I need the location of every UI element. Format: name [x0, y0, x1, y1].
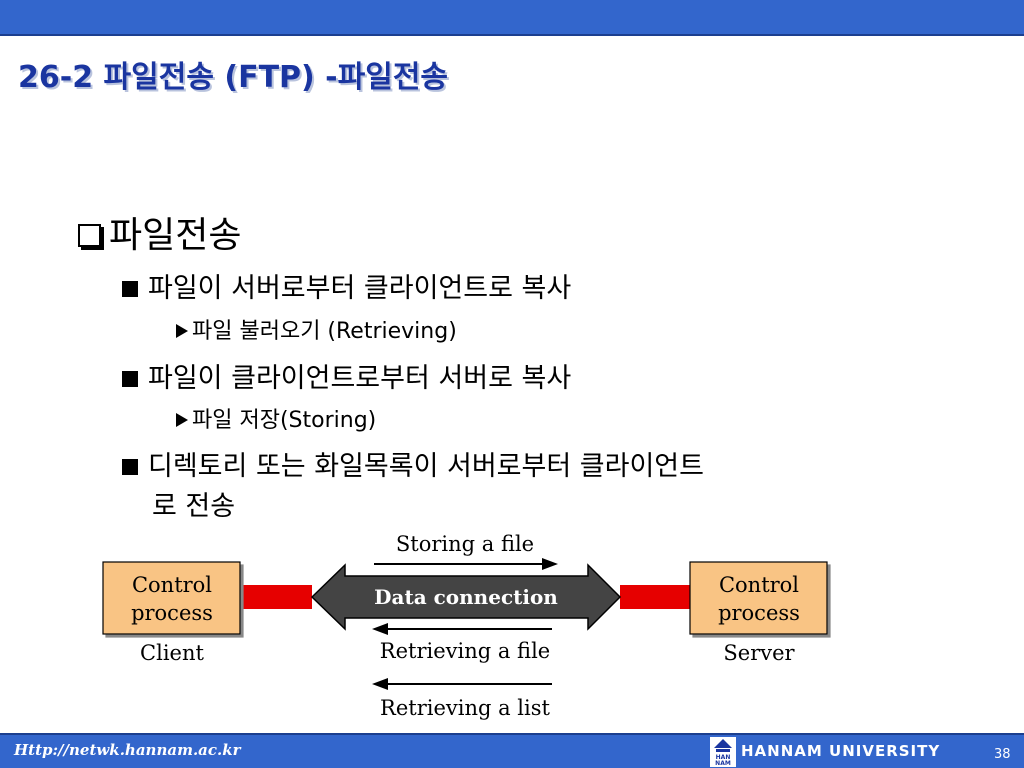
retrieving-list-label: Retrieving a list	[380, 696, 550, 720]
retrieving-file-label: Retrieving a file	[380, 639, 550, 663]
list-item-text: 파일이 서버로부터 클라이언트로 복사	[148, 273, 572, 304]
list-item: 디렉토리 또는 화일목록이 서버로부터 클라이언트	[122, 444, 704, 483]
list-item: 파일이 서버로부터 클라이언트로 복사	[122, 266, 571, 305]
top-header-bar	[0, 0, 1024, 34]
server-link-bar	[620, 585, 690, 609]
hannam-logo-icon: HAN NAM	[710, 737, 736, 767]
sub-list-item: 파일 불러오기 (Retrieving)	[176, 313, 457, 345]
client-control-box	[102, 561, 241, 635]
server-box-line2: process	[718, 601, 800, 625]
svg-text:HAN: HAN	[716, 754, 731, 761]
retrieving-file-arrow-head-icon	[372, 623, 388, 635]
footer-url: Http://netwk.hannam.ac.kr	[14, 741, 241, 759]
main-bullet: 파일전송	[78, 206, 241, 258]
list-item-text: 디렉토리 또는 화일목록이 서버로부터 클라이언트	[148, 451, 704, 482]
ftp-transfer-diagram: Data connection Control process Client C…	[102, 532, 828, 720]
data-connection-pipe	[310, 563, 622, 631]
university-name: HANNAM UNIVERSITY	[741, 742, 941, 760]
slide-title: 26-2 파일전송 (FTP) -파일전송	[18, 60, 449, 95]
client-box-line2: process	[131, 601, 213, 625]
list-item: 파일이 클라이언트로부터 서버로 복사	[122, 356, 571, 395]
server-label: Server	[723, 641, 795, 665]
storing-arrow-head-icon	[542, 558, 558, 570]
square-bullet-icon	[122, 281, 138, 297]
client-box-line1: Control	[132, 573, 212, 597]
data-connection-label: Data connection	[374, 585, 558, 609]
retrieving-list-arrow-head-icon	[372, 678, 388, 690]
list-item-text: 파일이 클라이언트로부터 서버로 복사	[148, 363, 572, 394]
svg-text:NAM: NAM	[715, 760, 731, 767]
server-box-line1: Control	[719, 573, 799, 597]
storing-label: Storing a file	[396, 532, 534, 556]
sub-list-item: 파일 저장(Storing)	[176, 402, 376, 434]
main-bullet-text: 파일전송	[109, 215, 242, 256]
client-link-bar	[240, 585, 312, 609]
checkbox-bullet-icon	[78, 224, 101, 247]
bottom-footer-bar	[0, 735, 1024, 768]
square-bullet-icon	[122, 459, 138, 475]
square-bullet-icon	[122, 371, 138, 387]
list-item-continuation: 로 전송	[152, 491, 236, 522]
server-control-box	[689, 561, 828, 635]
bottom-divider	[0, 733, 1024, 735]
client-label: Client	[140, 641, 204, 665]
triangle-bullet-icon	[176, 413, 188, 427]
sub-list-item-text: 파일 불러오기 (Retrieving)	[192, 319, 457, 344]
page-number: 38	[994, 747, 1011, 762]
triangle-bullet-icon	[176, 324, 188, 338]
sub-list-item-text: 파일 저장(Storing)	[192, 408, 377, 433]
top-divider	[0, 34, 1024, 36]
